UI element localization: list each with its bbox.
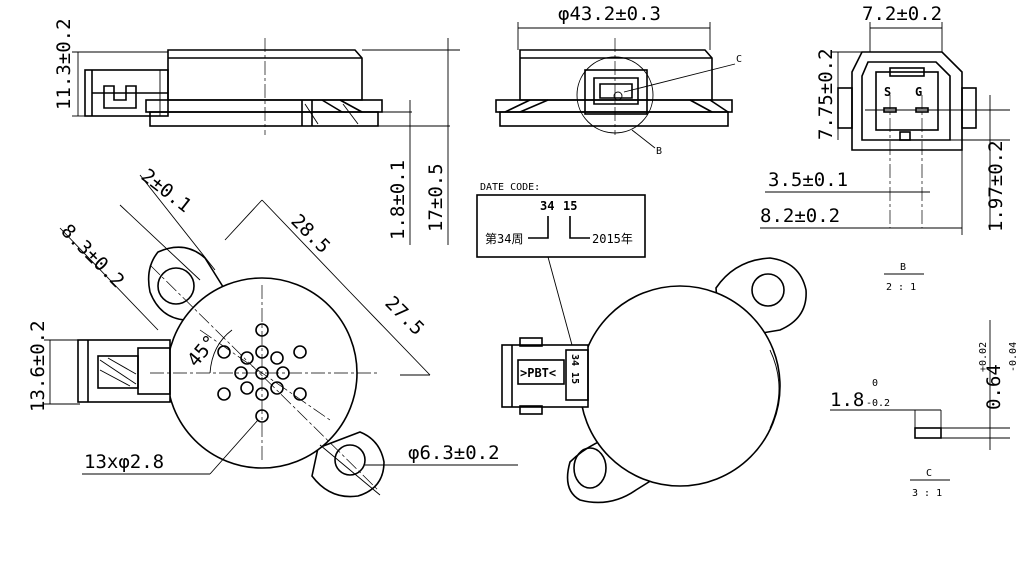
date-code-year: 15 — [563, 199, 577, 213]
mount-radius-2-dimension: 27.5 — [380, 292, 428, 340]
pin-s-label: S — [884, 85, 891, 99]
height-dimension-left: 11.3±0.2 — [53, 18, 75, 110]
side-view-left: 11.3±0.2 1.8±0.1 17±0.5 — [53, 18, 460, 245]
connector-depth-dimension: 8.2±0.2 — [760, 205, 840, 227]
bottom-view: >PBT< 34 15 — [501, 257, 807, 504]
date-code-week-text: 第34周 — [485, 232, 523, 246]
pin-thickness-sup: +0.02 — [978, 342, 989, 372]
front-view: B C φ43.2±0.3 — [495, 3, 742, 157]
detail-c-callout: C — [736, 54, 742, 65]
detail-c-label: C — [926, 468, 932, 479]
connector-width-dimension: 7.2±0.2 — [862, 3, 942, 25]
date-code-box: DATE CODE: 34 15 第34周 2015年 — [476, 182, 646, 346]
pin-length-sub: -0.2 — [866, 398, 890, 409]
pin-g-label: G — [915, 85, 922, 99]
side-height-dimension: 13.6±0.2 — [27, 320, 49, 412]
slot-length-dimension: 8.3±0.2 — [56, 220, 128, 292]
connector-height-dimension: 7.75±0.2 — [815, 48, 837, 140]
pin-thickness-sub: -0.04 — [1008, 342, 1019, 372]
marking-material: >PBT< — [520, 366, 556, 380]
slot-width-dimension: 2±0.1 — [137, 165, 196, 218]
pin-length-sup: 0 — [872, 378, 878, 389]
connector-detail-b: S G 7.2±0.2 7.75±0.2 3.5±0.1 8.2±0.2 1.9… — [760, 3, 1010, 293]
marking-code: 34 15 — [569, 354, 580, 384]
date-code-week: 34 — [540, 199, 554, 213]
pin-offset-dimension: 1.97±0.2 — [985, 140, 1007, 232]
mount-hole-dimension: φ6.3±0.2 — [408, 442, 500, 464]
holes-dimension: 13xφ2.8 — [84, 451, 164, 473]
pin-length-dimension: 1.8 — [830, 389, 864, 411]
date-code-year-text: 2015年 — [592, 232, 633, 246]
detail-b-label: B — [900, 262, 906, 273]
diameter-dimension-top: φ43.2±0.3 — [558, 3, 661, 25]
detail-c: 1.8 0 -0.2 0.64 +0.02 -0.04 C 3 : 1 — [830, 320, 1019, 499]
detail-b-scale: 2 : 1 — [886, 282, 916, 293]
pin-thickness-dimension: 0.64 — [983, 364, 1005, 410]
detail-b-callout: B — [656, 146, 662, 157]
detail-c-scale: 3 : 1 — [912, 488, 942, 499]
total-height-dimension: 17±0.5 — [425, 163, 447, 232]
date-code-label: DATE CODE: — [480, 182, 540, 193]
flange-thickness-dimension: 1.8±0.1 — [387, 160, 409, 240]
pin-spacing-dimension: 3.5±0.1 — [768, 169, 848, 191]
